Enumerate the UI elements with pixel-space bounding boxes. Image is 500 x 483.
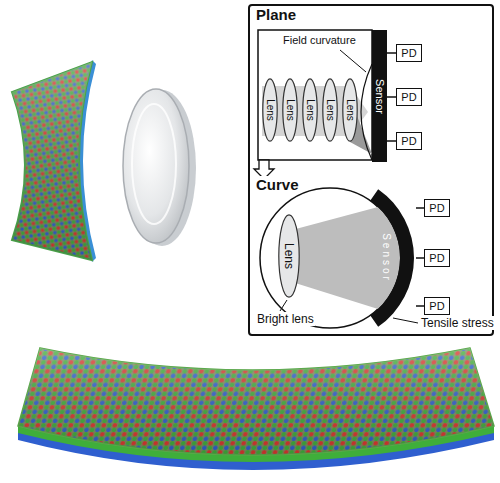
node-label: Lens <box>325 99 335 121</box>
lens-ellipse: Lens <box>342 78 358 142</box>
photodiode-box: PD <box>424 199 450 217</box>
sensor-bar: Sensor <box>372 30 387 162</box>
section-heading: Curve <box>256 176 299 194</box>
curve-diagram <box>260 188 418 328</box>
wire-connector <box>416 257 424 259</box>
lens-ellipse: Lens <box>282 78 298 142</box>
photodiode-box: PD <box>396 88 422 106</box>
node-label: Lens <box>345 99 355 121</box>
lens-ellipse: Lens <box>322 78 338 142</box>
annotation-label: Field curvature <box>282 34 357 46</box>
photodiode-box: PD <box>424 297 450 315</box>
wire-connector <box>387 96 396 98</box>
plane-diagram <box>254 30 372 179</box>
wire-connector <box>387 52 396 54</box>
curved-sensor-large <box>18 348 494 470</box>
photodiode-box: PD <box>396 44 422 62</box>
photodiode-box: PD <box>424 249 450 267</box>
lens-ellipse: Lens <box>278 214 300 298</box>
node-label: PD <box>429 203 444 214</box>
node-label: PD <box>401 136 416 147</box>
lens-ellipse: Lens <box>262 78 278 142</box>
lens-ellipse: Lens <box>302 78 318 142</box>
curved-sensor-arc: Sensor <box>368 186 416 330</box>
node-label: PD <box>401 48 416 59</box>
node-label: Lens <box>283 243 295 269</box>
curved-sensor-small <box>12 60 96 262</box>
annotation-label: Bright lens <box>256 312 315 326</box>
wire-connector <box>387 140 396 142</box>
figure-panel: LensLensLensLensLensSensorPDPDPDLensSens… <box>248 4 494 336</box>
node-label: PD <box>429 253 444 264</box>
node-label: PD <box>401 92 416 103</box>
node-label: Lens <box>305 99 315 121</box>
wire-connector <box>416 305 424 307</box>
photodiode-box: PD <box>396 132 422 150</box>
wire-connector <box>416 207 424 209</box>
node-label: Lens <box>285 99 295 121</box>
panel-frame <box>249 5 493 335</box>
lens-disc <box>123 89 196 246</box>
node-label: Sensor <box>381 233 391 283</box>
section-heading: Plane <box>256 6 296 24</box>
node-label: Lens <box>265 99 275 121</box>
node-label: Sensor <box>374 79 385 114</box>
node-label: PD <box>429 301 444 312</box>
sensor-arc <box>368 186 416 330</box>
annotation-label: Tensile stress <box>420 316 495 330</box>
